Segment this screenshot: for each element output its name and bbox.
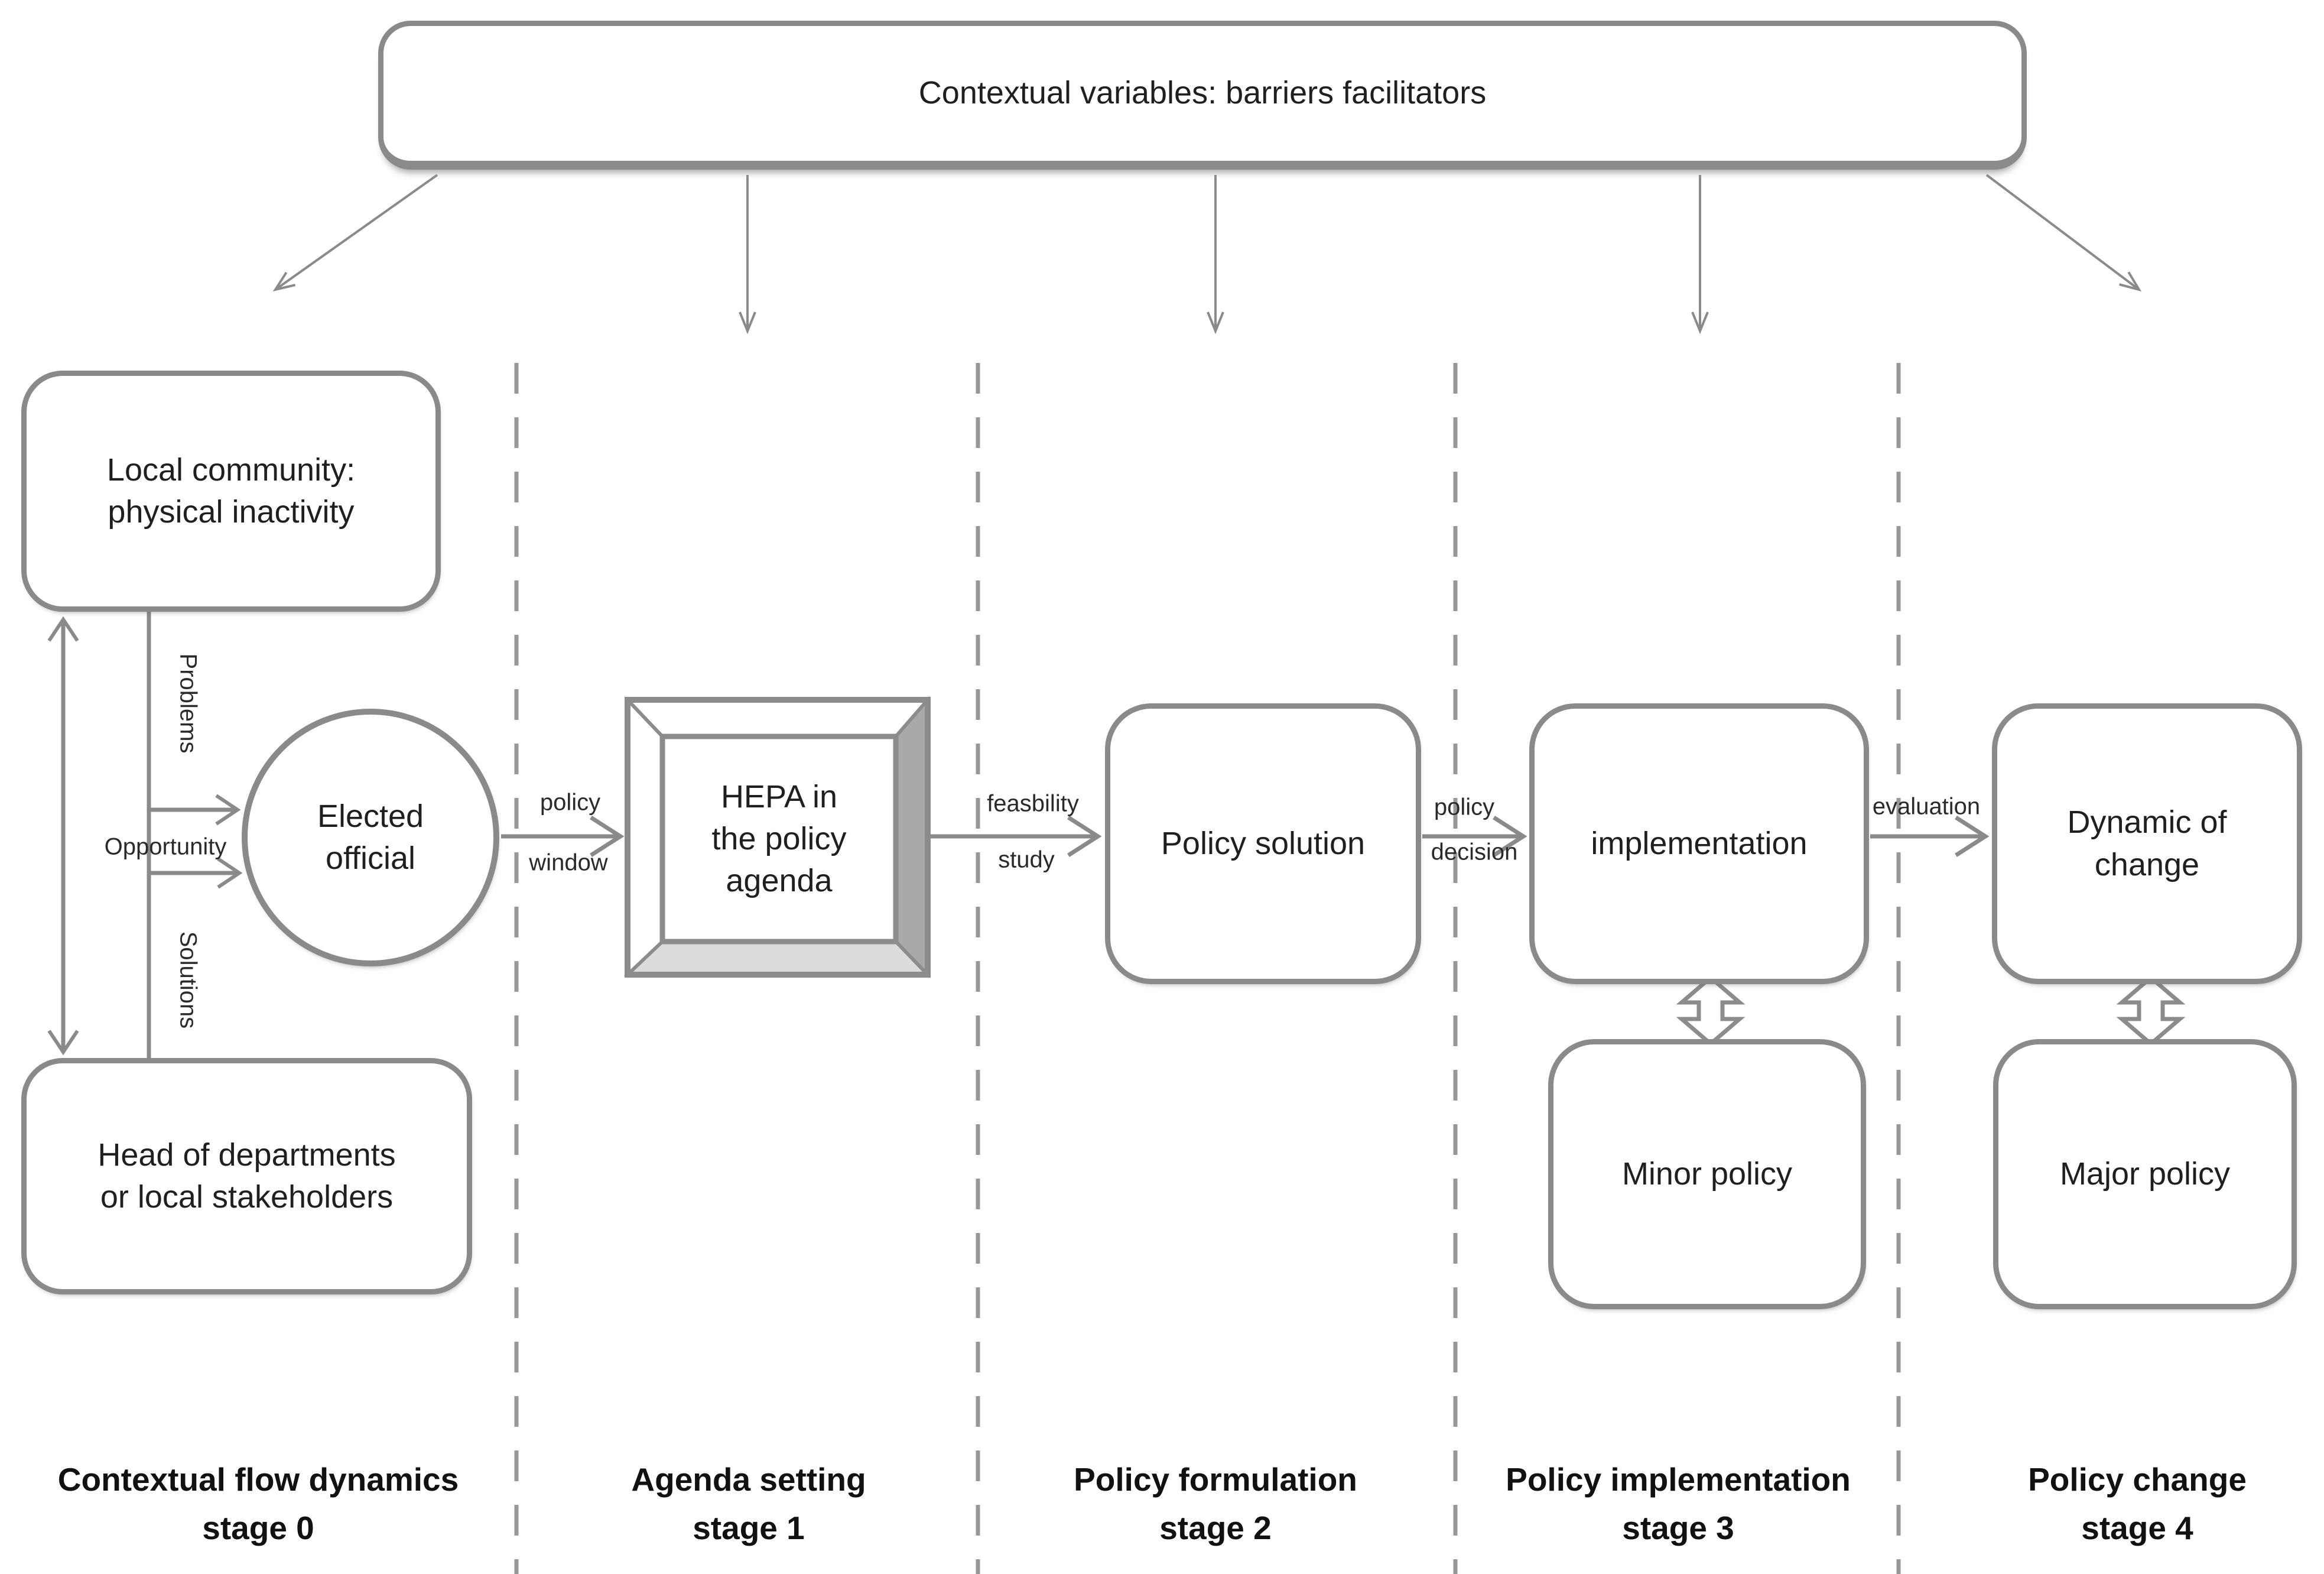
local-community-box: Local community: physical inactivity: [21, 371, 441, 612]
head-of-departments-label: Head of departments or local stakeholder…: [97, 1137, 396, 1215]
banner-arrows: [272, 174, 2142, 335]
implementation-minor-policy-double-arrow: [1676, 975, 1746, 1047]
feasibility-study-label-line1: feasbility: [987, 790, 1079, 817]
stage-1-number: stage 1: [693, 1510, 805, 1546]
hepa-frame-corner: [894, 940, 929, 976]
contextual-variables-banner: Contextual variables: barriers facilitat…: [378, 21, 2027, 170]
stage-divider-lines: [514, 363, 1901, 1574]
stage-3-label: Policy implementation stage 3: [1506, 1455, 1851, 1552]
double-headed-arrows: [1676, 975, 2186, 1047]
policy-solution-label: Policy solution: [1161, 825, 1366, 861]
elected-official-label: Elected official: [317, 798, 424, 876]
stage-1-label: Agenda setting stage 1: [631, 1455, 866, 1552]
hepa-agenda-box: HEPA in the policy agenda: [662, 736, 896, 942]
policy-window-label-line2: window: [529, 849, 608, 876]
policy-decision-label-line2: decision: [1431, 839, 1518, 865]
problems-label: Problems: [175, 653, 201, 754]
hepa-agenda-label: HEPA in the policy agenda: [711, 778, 847, 899]
stage0-flow-lines: [47, 612, 243, 1058]
stage-3-title: Policy implementation: [1506, 1461, 1851, 1498]
hepa-frame-shape: [623, 696, 931, 979]
feasibility-study-label-line2: study: [998, 846, 1055, 873]
stage-0-number: stage 0: [202, 1510, 314, 1546]
minor-policy-box: Minor policy: [1548, 1039, 1866, 1309]
hepa-frame-corner: [626, 940, 664, 976]
hepa-frame-corner: [626, 698, 664, 738]
hepa-frame-corner: [894, 699, 929, 738]
hepa-frame-inner: [659, 734, 899, 945]
solutions-label: Solutions: [175, 931, 201, 1029]
elected-official-circle: Elected official: [242, 709, 499, 966]
policy-solution-box: Policy solution: [1105, 703, 1421, 984]
implementation-label: implementation: [1591, 825, 1808, 861]
major-policy-label: Major policy: [2059, 1156, 2231, 1192]
banner-arrow-stage0: [272, 174, 438, 292]
contextual-variables-label: Contextual variables: barriers facilitat…: [918, 75, 1487, 111]
stage-4-number: stage 4: [2081, 1510, 2193, 1546]
stage-0-label: Contextual flow dynamics stage 0: [58, 1455, 459, 1552]
dynamic-of-change-box: Dynamic of change: [1992, 703, 2302, 984]
local-community-label: Local community: physical inactivity: [106, 452, 356, 530]
dynamic-of-change-label: Dynamic of change: [2067, 804, 2227, 882]
banner-arrow-stage4: [1985, 174, 2142, 292]
stage-2-number: stage 2: [1159, 1510, 1272, 1546]
stage-3-number: stage 3: [1622, 1510, 1734, 1546]
policy-decision-label-line1: policy: [1434, 794, 1495, 820]
stage-4-label: Policy change stage 4: [2028, 1455, 2247, 1552]
opportunity-label: Opportunity: [104, 833, 227, 860]
hepa-frame-bottom-face: [623, 940, 931, 976]
hepa-frame-outer: [625, 697, 931, 978]
stage-2-label: Policy formulation stage 2: [1074, 1455, 1357, 1552]
minor-policy-label: Minor policy: [1621, 1156, 1793, 1192]
change-major-policy-double-arrow: [2116, 975, 2186, 1047]
head-of-departments-box: Head of departments or local stakeholder…: [21, 1058, 472, 1294]
stage-2-title: Policy formulation: [1074, 1461, 1357, 1498]
policy-window-label-line1: policy: [539, 789, 601, 816]
hepa-frame-right-face: [894, 696, 929, 979]
stage-0-title: Contextual flow dynamics: [57, 1461, 459, 1498]
stage-1-title: Agenda setting: [631, 1461, 866, 1498]
major-policy-box: Major policy: [1993, 1039, 2297, 1309]
stage-4-title: Policy change: [2028, 1461, 2247, 1498]
implementation-box: implementation: [1529, 703, 1869, 984]
evaluation-label: evaluation: [1872, 793, 1981, 820]
